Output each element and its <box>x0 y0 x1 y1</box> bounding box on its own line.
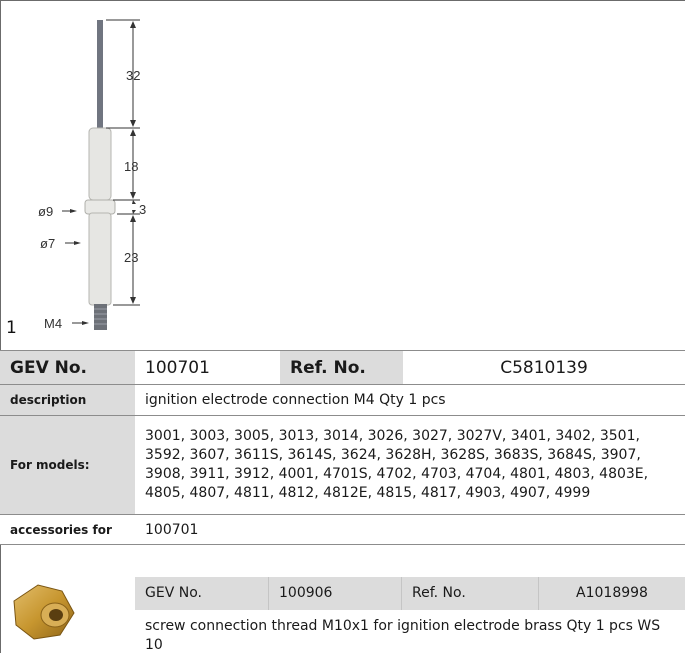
leader-lines <box>62 210 87 324</box>
models-value: 3001, 3003, 3005, 3013, 3014, 3026, 3027… <box>135 415 685 515</box>
ceramic-upper <box>88 127 112 201</box>
accessory-gev-label: GEV No. <box>145 585 202 601</box>
gev-row: GEV No. 100701 Ref. No. C5810139 <box>0 350 685 385</box>
accessory-ids-row: GEV No. 100906 Ref. No. A1018998 <box>135 577 685 610</box>
accessory-image <box>0 577 135 653</box>
electrode-rod <box>97 20 103 130</box>
dim-label-3: 3 <box>139 202 146 217</box>
accessory-item: GEV No. 100906 Ref. No. A1018998 screw c… <box>0 577 685 653</box>
figure-number: 1 <box>6 318 17 338</box>
accessory-ref-label: Ref. No. <box>401 577 538 610</box>
description-row: description ignition electrode connectio… <box>0 384 685 416</box>
dim-label-dia9: ø9 <box>38 204 53 219</box>
brass-fitting-drawing <box>13 584 75 640</box>
accessory-details: GEV No. 100906 Ref. No. A1018998 screw c… <box>135 577 685 653</box>
accessories-row: accessories for 100701 <box>0 514 685 545</box>
ceramic-collar <box>84 199 116 215</box>
dim-label-18: 18 <box>124 159 138 174</box>
accessory-ref-value: A1018998 <box>538 577 685 610</box>
description-value: ignition electrode connection M4 Qty 1 p… <box>135 384 685 416</box>
dim-label-dia7: ø7 <box>40 236 55 251</box>
spec-table: GEV No. 100701 Ref. No. C5810139 descrip… <box>0 350 685 545</box>
dim-label-32: 32 <box>126 68 140 83</box>
accessory-description: screw connection thread M10x1 for igniti… <box>145 618 661 653</box>
thread-lines <box>94 308 107 325</box>
ceramic-lower <box>88 212 112 306</box>
description-label: description <box>0 384 135 416</box>
models-label: For models: <box>0 415 135 515</box>
gev-value: 100701 <box>135 350 280 385</box>
gev-label: GEV No. <box>0 350 135 385</box>
ref-value: C5810139 <box>403 350 685 385</box>
electrode-drawing: 32 18 3 23 ø9 ø7 M4 <box>38 19 146 331</box>
thread-end <box>94 304 107 330</box>
accessories-label: accessories for <box>0 514 135 545</box>
dim-label-23: 23 <box>124 250 138 265</box>
product-figure: 32 18 3 23 ø9 ø7 M4 1 <box>6 19 146 338</box>
ref-label: Ref. No. <box>280 350 403 385</box>
accessory-gev-value: 100906 <box>268 577 401 610</box>
dim-label-thread: M4 <box>44 316 62 331</box>
accessories-value: 100701 <box>135 514 685 545</box>
dimension-arrows <box>70 21 136 325</box>
dimension-lines <box>106 19 140 306</box>
models-row: For models: 3001, 3003, 3005, 3013, 3014… <box>0 415 685 515</box>
fitting-bore <box>49 609 63 621</box>
